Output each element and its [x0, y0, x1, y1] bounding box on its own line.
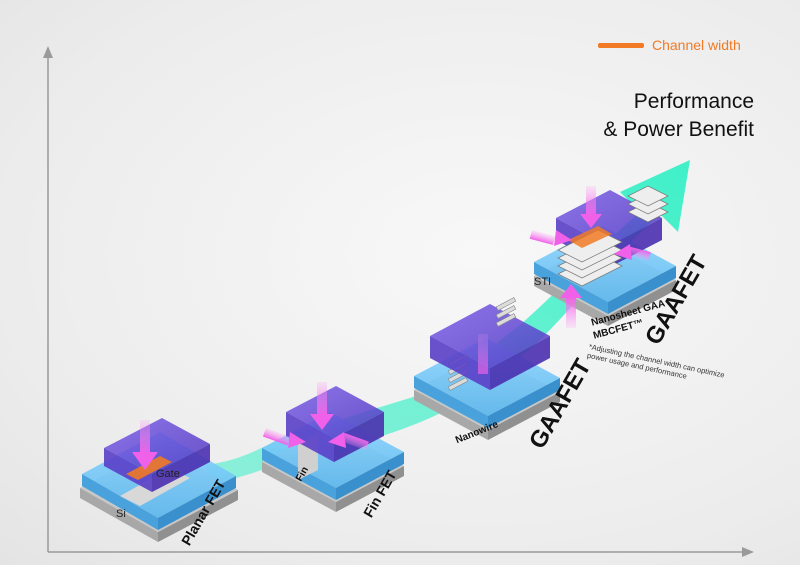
mbcfet-gaafet-device [529, 185, 676, 328]
finfet-device [262, 382, 404, 512]
axes [43, 46, 754, 557]
si-label: Si [116, 508, 126, 520]
channel-width-legend-label: Channel width [652, 37, 741, 53]
benefit-heading: Performance & Power Benefit [603, 88, 754, 144]
gate-label: Gate [156, 468, 180, 480]
nanowire-gaafet-device [414, 297, 560, 440]
planar-fet-device [80, 418, 238, 542]
sti-label: STI [534, 276, 552, 288]
benefit-line-2: & Power Benefit [603, 118, 754, 141]
benefit-line-1: Performance [633, 90, 754, 113]
channel-width-legend-swatch [598, 43, 644, 48]
